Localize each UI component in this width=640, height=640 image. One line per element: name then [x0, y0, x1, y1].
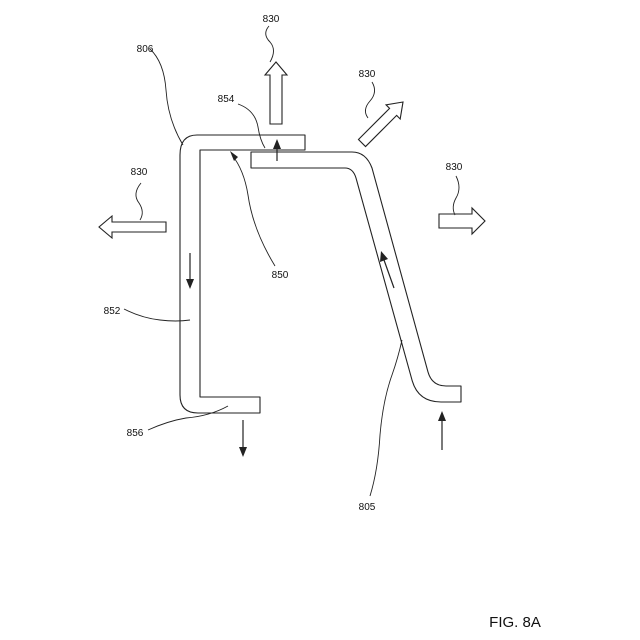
label-830-right: 830	[446, 162, 463, 173]
label-830-left: 830	[131, 167, 148, 178]
hollow-arrow-830-left	[99, 216, 166, 238]
label-850: 850	[272, 270, 289, 281]
flow-arrow-down-856	[239, 420, 247, 457]
label-805: 805	[359, 502, 376, 513]
flow-arrow-up-805	[380, 251, 394, 288]
figure-caption: FIG. 8A	[489, 614, 541, 631]
flow-arrow-up-inlet	[438, 411, 446, 450]
hollow-arrow-830-diagonal	[355, 95, 410, 150]
label-830-top: 830	[263, 14, 280, 25]
label-854: 854	[218, 94, 235, 105]
hollow-arrow-830-right	[439, 208, 485, 234]
flow-arrow-down-852	[186, 253, 194, 289]
hollow-arrow-830-up	[265, 62, 287, 124]
label-830-diagonal: 830	[359, 69, 376, 80]
leader-lines	[124, 26, 459, 496]
label-856: 856	[127, 428, 144, 439]
label-806: 806	[137, 44, 154, 55]
label-852: 852	[104, 306, 121, 317]
